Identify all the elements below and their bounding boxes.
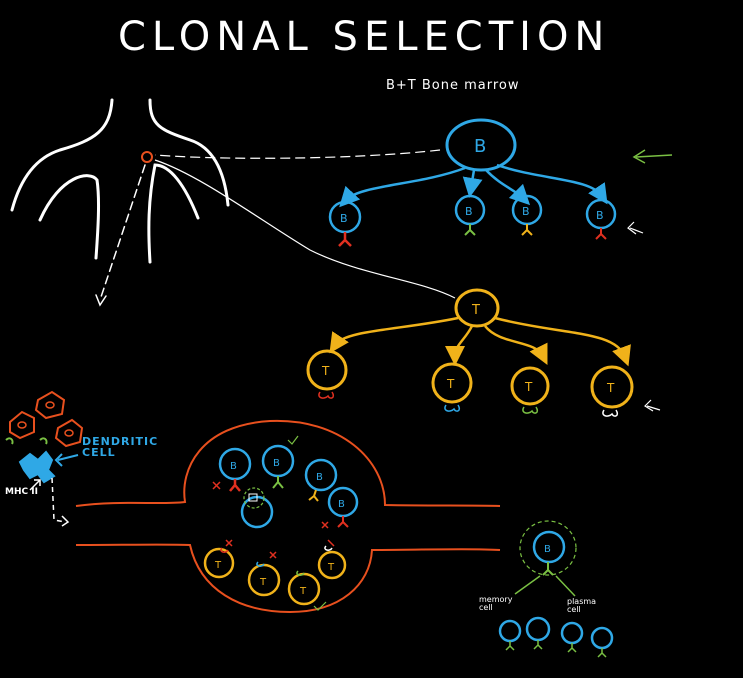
b-cell-clone-1: B xyxy=(328,200,362,247)
lymph-node-b-cells: B B B B xyxy=(212,435,359,529)
node-t-cell-3: T xyxy=(287,570,327,611)
node-t-cell-2: T xyxy=(247,551,281,597)
daughter-b-cells xyxy=(498,616,614,658)
human-torso-outline xyxy=(10,98,230,307)
b-cell-progenitor-letter: B xyxy=(474,136,486,157)
b-cell-progenitor xyxy=(445,118,517,172)
node-b-cell-3: B xyxy=(304,458,338,502)
t-cell-clone-3: T xyxy=(510,366,550,414)
connector-lines xyxy=(154,149,673,412)
t-cell-progenitor xyxy=(454,288,500,328)
svg-text:T: T xyxy=(524,380,533,394)
t-cell-clone-2: T xyxy=(431,362,473,412)
svg-text:B: B xyxy=(273,458,280,469)
plasma-cell-label: plasma cell xyxy=(567,597,597,614)
t-cell-clone-4: T xyxy=(590,365,634,417)
diagram-title: CLONAL SELECTION xyxy=(118,14,611,60)
bone-marrow-label: B+T Bone marrow xyxy=(386,78,520,93)
svg-text:B: B xyxy=(596,209,604,222)
svg-text:T: T xyxy=(606,381,615,395)
node-b-cell-1: B xyxy=(212,447,252,492)
svg-text:B: B xyxy=(544,544,551,555)
lymph-node xyxy=(75,419,501,614)
t-cell-lineage: T T T T T xyxy=(306,288,634,417)
svg-text:B: B xyxy=(522,205,530,218)
svg-text:T: T xyxy=(259,577,267,588)
b-cell-clone-3: B xyxy=(511,194,543,236)
dendritic-cell xyxy=(18,450,79,527)
node-b-cell-2: B xyxy=(261,435,299,489)
t-cell-progenitor-letter: T xyxy=(471,303,480,318)
pathogen-cluster xyxy=(5,390,84,448)
svg-text:T: T xyxy=(321,364,330,378)
svg-text:T: T xyxy=(214,560,222,571)
node-b-cell-4: B xyxy=(321,486,359,529)
node-activated-b-cell xyxy=(240,487,274,529)
node-t-cell-4: T xyxy=(317,539,347,580)
memory-cell-label: memory cell xyxy=(479,595,513,612)
t-cell-clone-1: T xyxy=(306,349,348,399)
node-t-cell-1: T xyxy=(203,539,235,579)
svg-text:B: B xyxy=(316,472,323,483)
svg-text:B: B xyxy=(230,461,237,472)
svg-text:T: T xyxy=(446,377,455,391)
svg-text:T: T xyxy=(327,562,335,573)
b-cell-clone-2: B xyxy=(454,194,486,236)
svg-text:B: B xyxy=(340,212,348,225)
clonal-expansion: B xyxy=(498,520,614,658)
dendritic-cell-label: DENDRITIC CELL xyxy=(82,435,159,459)
mhc-label: MHC II xyxy=(5,487,38,497)
svg-text:T: T xyxy=(299,586,307,597)
lymph-node-t-cells: T T T T xyxy=(203,539,347,611)
svg-text:B: B xyxy=(465,205,473,218)
svg-text:B: B xyxy=(338,499,345,510)
b-cell-lineage: B B B B B xyxy=(328,118,617,247)
b-cell-clone-4: B xyxy=(585,198,617,240)
